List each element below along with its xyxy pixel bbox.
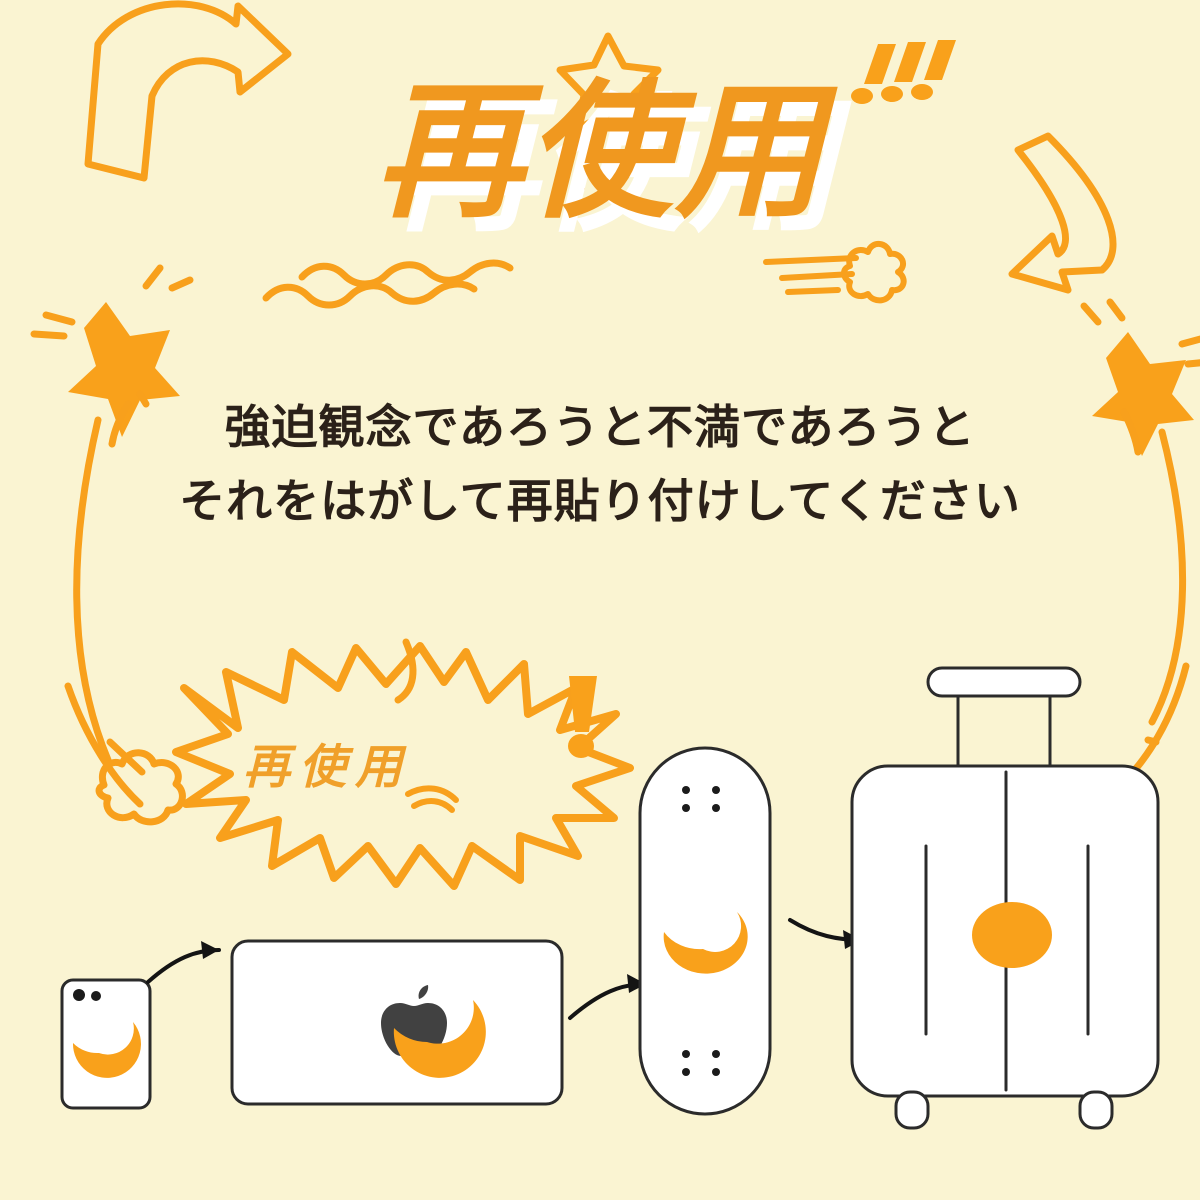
device-smartphone: [60, 978, 152, 1110]
starburst-badge: [172, 638, 634, 890]
filled-star-icon: [1080, 298, 1200, 456]
exclamation-mark-icon: [568, 676, 597, 758]
flow-arrow-laptop-to-skateboard: [568, 974, 648, 1020]
curved-arrow-down-left-icon: [1008, 132, 1117, 294]
flow-arrow-phone-to-laptop: [146, 941, 221, 984]
outline-star-icon: [556, 32, 662, 191]
orange-bitten-circle-sticker: [663, 912, 748, 974]
poster-body-copy: 強迫観念であろうと不満であろうと それをはがして再貼り付けしてください: [0, 390, 1200, 538]
orange-bitten-circle-sticker: [393, 1000, 486, 1078]
body-line-2: それをはがして再貼り付けしてください: [179, 474, 1021, 528]
body-line-1: 強迫観念であろうと不満であろうと: [224, 400, 976, 454]
device-skateboard: [638, 746, 772, 1116]
orange-bitten-circle-sticker: [72, 1022, 141, 1078]
burst-badge-label: 再使用: [243, 740, 411, 795]
skateboard-mount-dots: [682, 786, 720, 1076]
device-laptop: [230, 939, 564, 1106]
device-suitcase: [850, 666, 1160, 1130]
triple-exclamation-icon: [851, 40, 956, 104]
wavy-lines-icon: [262, 259, 514, 309]
swoosh-curve-icon: [64, 400, 144, 808]
orange-ellipse-sticker: [972, 902, 1052, 968]
filled-star-icon: [30, 264, 194, 437]
speed-cloud-icon: [95, 738, 186, 826]
speed-cloud-icon: [763, 241, 907, 304]
curved-arrow-right-icon: [84, 0, 292, 182]
